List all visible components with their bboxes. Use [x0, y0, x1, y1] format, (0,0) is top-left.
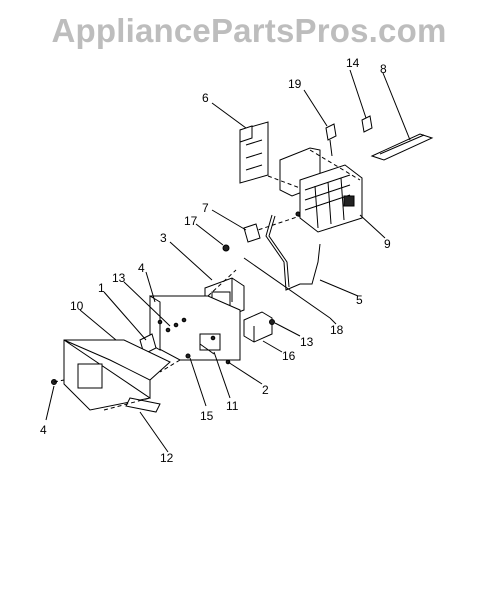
part-6-cover[interactable]: [239, 121, 269, 184]
leader-4b: [45, 385, 55, 421]
part-8-strip[interactable]: [370, 133, 434, 161]
part-13-screw[interactable]: [269, 319, 275, 325]
leader-5: [319, 279, 359, 297]
leader-6: [211, 102, 247, 129]
leader-19: [303, 89, 328, 127]
part-18-wire[interactable]: [243, 257, 331, 319]
leader-8: [382, 72, 411, 141]
leader-13a: [123, 281, 171, 327]
leader-17: [195, 223, 224, 246]
callout-1: 1: [98, 281, 105, 295]
callout-6: 6: [202, 91, 209, 105]
leader-15: [189, 357, 207, 407]
part-14-bracket[interactable]: [361, 115, 373, 133]
callout-7: 7: [202, 201, 209, 215]
align-line: [267, 175, 301, 189]
align-line: [207, 269, 237, 297]
leader-12: [139, 411, 169, 453]
part-11-lever[interactable]: [199, 343, 215, 355]
callout-5: 5: [356, 293, 363, 307]
callout-19: 19: [288, 77, 302, 91]
callout-16: 16: [282, 349, 296, 363]
callout-10: 10: [70, 299, 84, 313]
part-16-control[interactable]: [243, 311, 273, 343]
callout-8: 8: [380, 62, 387, 76]
part-9-icemaker[interactable]: [279, 147, 363, 233]
part-7-bracket[interactable]: [243, 223, 261, 243]
callout-3: 3: [160, 231, 167, 245]
leader-13b: [274, 322, 301, 337]
callout-13a: 13: [112, 271, 126, 285]
leader-16: [262, 340, 283, 353]
callout-4a: 4: [138, 261, 145, 275]
leader-4a: [145, 271, 156, 303]
leader-1: [103, 291, 147, 341]
align-line: [309, 149, 361, 181]
leader-7: [211, 209, 247, 231]
leader-14: [349, 69, 367, 119]
callout-17: 17: [184, 214, 198, 228]
align-line: [251, 215, 301, 233]
callout-2: 2: [262, 383, 269, 397]
part-17-screw[interactable]: [222, 244, 230, 252]
part-19-clip[interactable]: [325, 123, 337, 157]
align-line: [159, 359, 181, 373]
leader-18: [329, 317, 337, 325]
callout-14: 14: [346, 56, 360, 70]
callout-13b: 13: [300, 335, 314, 349]
callout-11: 11: [226, 399, 239, 413]
part-15-pin[interactable]: [185, 353, 191, 359]
leader-2: [227, 361, 263, 385]
part-12-housing[interactable]: [63, 339, 171, 413]
leader-9: [359, 214, 386, 239]
align-line: [103, 397, 151, 411]
callout-18: 18: [330, 323, 344, 337]
part-5-harness[interactable]: [265, 214, 321, 291]
leader-11: [213, 351, 231, 399]
callout-9: 9: [384, 237, 391, 251]
callout-15: 15: [200, 409, 214, 423]
align-line: [53, 379, 65, 383]
part-2-plate[interactable]: [149, 295, 241, 365]
callout-12: 12: [160, 451, 174, 465]
leader-3: [169, 241, 213, 281]
watermark-logo: AppliancePartsPros.com: [51, 12, 447, 49]
callout-4b: 4: [40, 423, 47, 437]
